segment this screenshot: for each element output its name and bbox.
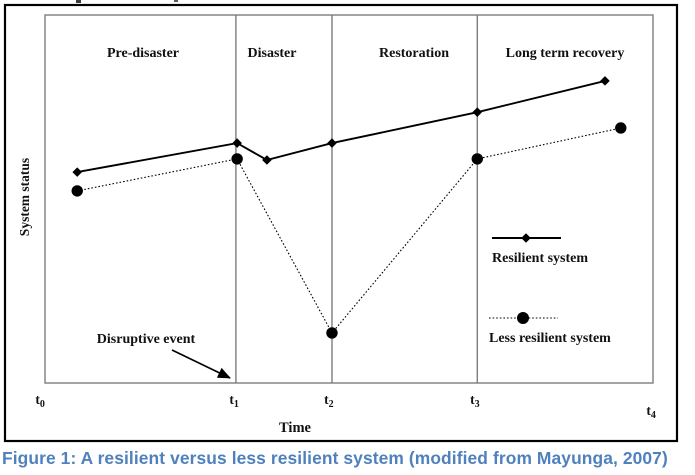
cropped-text-artifacts — [76, 0, 178, 3]
phase-label: Restoration — [379, 46, 449, 61]
x-tick: t3 — [470, 392, 480, 410]
x-tick: t0 — [35, 392, 45, 410]
plot-border — [44, 14, 654, 384]
cropped-text-artifact — [174, 0, 178, 2]
diamond-marker — [327, 138, 337, 148]
circle-marker — [471, 153, 483, 165]
figure-border — [3, 3, 679, 443]
chart-frame — [3, 3, 679, 443]
x-tick: t4 — [646, 403, 656, 421]
diamond-marker — [600, 76, 610, 86]
annotation-arrow — [171, 349, 231, 379]
x-axis-label: Time — [279, 420, 312, 436]
figure-caption: Figure 1: A resilient versus less resili… — [2, 448, 668, 468]
diamond-marker — [262, 155, 272, 165]
legend-circle-marker — [517, 312, 529, 324]
x-tick: t2 — [324, 392, 334, 410]
diamond-marker — [472, 107, 483, 117]
resilience-chart: Pre-disaster Disaster Restoration Long term… — [3, 0, 679, 443]
legend-label: Less resilient system — [489, 331, 611, 346]
circle-marker — [231, 153, 243, 165]
diamond-marker — [232, 138, 242, 148]
phase-label: Pre-disaster — [107, 46, 179, 61]
data-series — [71, 76, 627, 339]
circle-marker — [326, 327, 338, 339]
annotation-text: Disruptive event — [97, 332, 196, 347]
y-axis-label: System status — [17, 158, 32, 236]
phase-bands: Pre-disaster Disaster Restoration Long term… — [107, 15, 624, 383]
x-tick: t1 — [229, 392, 239, 410]
legend-diamond-marker — [521, 233, 531, 243]
diamond-marker — [72, 167, 83, 177]
series-line-1 — [77, 127, 621, 334]
phase-label: Disaster — [248, 46, 297, 61]
circle-marker — [71, 185, 83, 197]
legend-label: Resilient system — [492, 251, 588, 266]
cropped-text-artifact — [76, 0, 81, 3]
circle-marker — [615, 122, 627, 134]
annotation: Disruptive event — [97, 332, 231, 379]
series-line-0 — [77, 79, 606, 174]
phase-label: Long term recovery — [506, 46, 625, 61]
